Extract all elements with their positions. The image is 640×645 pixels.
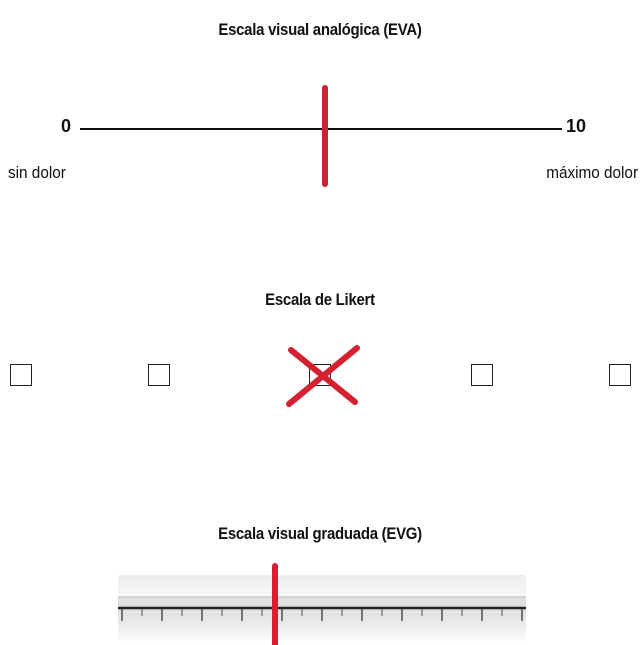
likert-option-5[interactable]	[609, 364, 631, 386]
eva-scale-line	[80, 128, 562, 130]
evg-ruler	[118, 575, 526, 641]
eva-marker[interactable]	[322, 85, 328, 187]
eva-min-label: sin dolor	[8, 163, 66, 182]
evg-title: Escala visual graduada (EVG)	[218, 524, 422, 543]
likert-option-4[interactable]	[471, 364, 493, 386]
eva-min-value: 0	[61, 116, 72, 136]
likert-option-2[interactable]	[148, 364, 170, 386]
eva-max-value: 10	[566, 116, 587, 136]
likert-option-1[interactable]	[10, 364, 32, 386]
eva-max-label: máximo dolor	[546, 163, 638, 182]
likert-selected-cross-icon	[286, 345, 360, 407]
eva-title: Escala visual analógica (EVA)	[218, 20, 422, 39]
evg-marker[interactable]	[272, 563, 278, 645]
likert-title: Escala de Likert	[265, 290, 375, 309]
